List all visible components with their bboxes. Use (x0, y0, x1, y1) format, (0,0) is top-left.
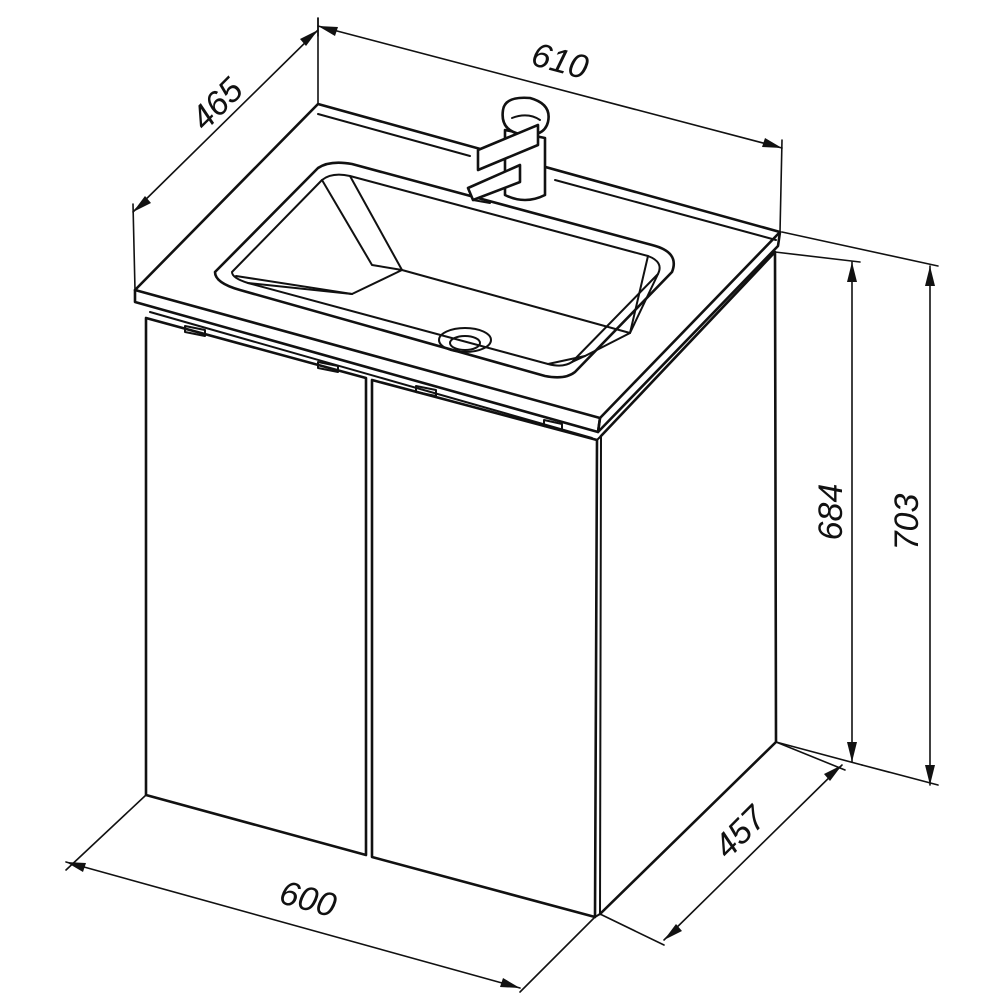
door-left (144, 316, 368, 857)
basin-rim-outer (213, 161, 676, 379)
drain-icon (438, 327, 492, 353)
basin (213, 161, 676, 379)
dimension-bottom-width: 600 (65, 794, 596, 993)
door-right (370, 378, 599, 919)
dimension-label-703: 703 (888, 494, 926, 551)
dimension-label-610: 610 (528, 36, 593, 87)
basin-floor (351, 269, 631, 357)
sink-top-surface (133, 102, 782, 420)
dimension-total-height: 703 (781, 231, 939, 786)
dimension-label-465: 465 (184, 71, 251, 138)
faucet-icon (466, 96, 550, 204)
cabinet-body (144, 250, 778, 919)
cabinet-side (598, 250, 778, 916)
dimension-bottom-depth: 457 (599, 741, 846, 946)
dimension-label-684: 684 (812, 484, 850, 541)
dimension-cabinet-height: 684 (774, 251, 863, 766)
dimension-label-600: 600 (276, 874, 341, 925)
dimension-label-457: 457 (707, 798, 775, 866)
door-clips (184, 325, 563, 431)
